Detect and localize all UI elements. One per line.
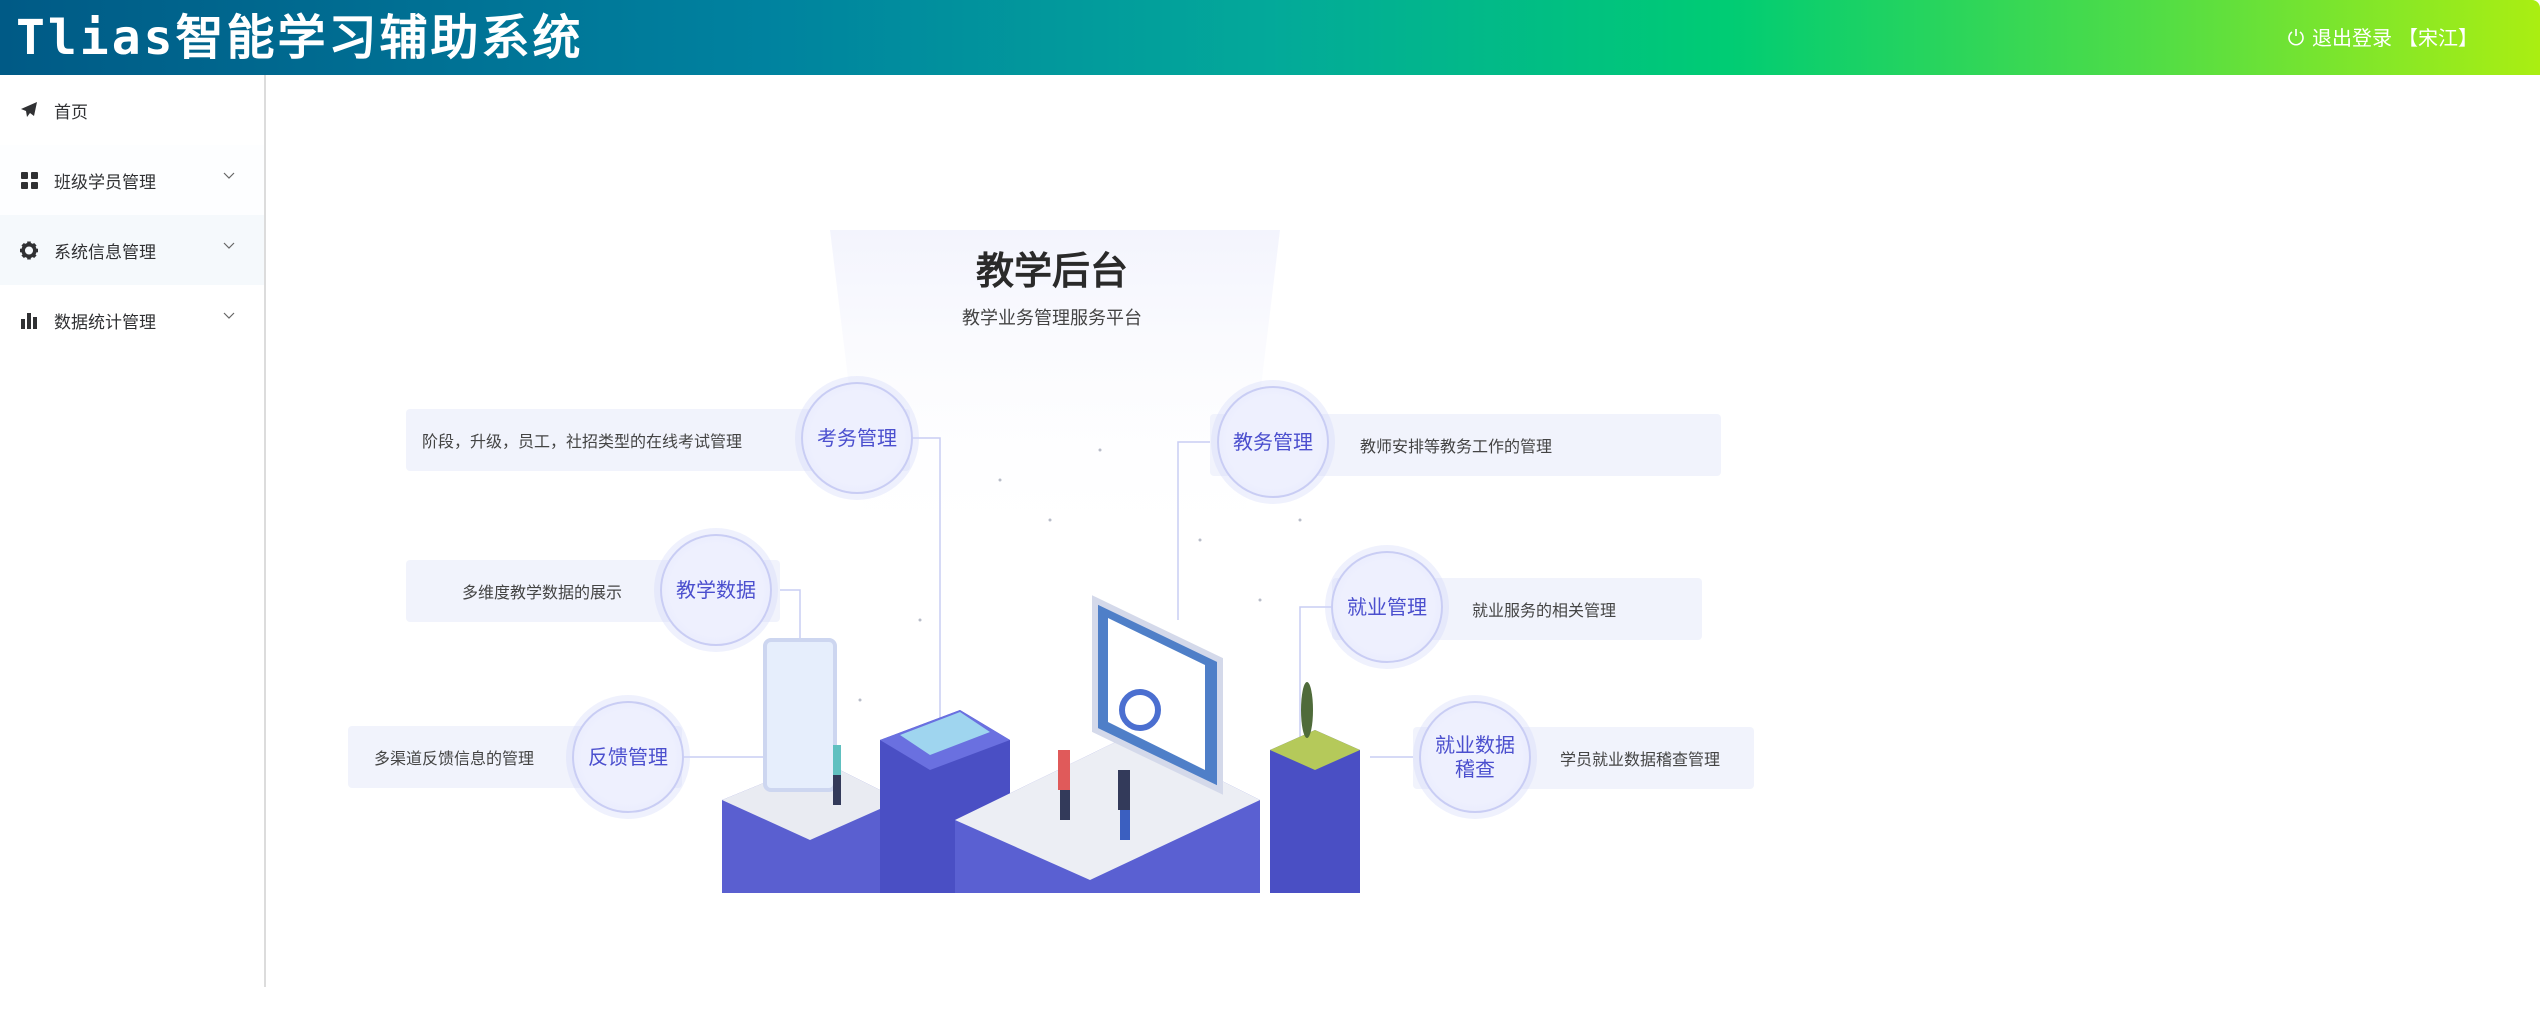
module-name: 教务管理 <box>1233 430 1313 454</box>
module-name: 就业管理 <box>1347 595 1427 619</box>
module-desc: 多渠道反馈信息的管理 <box>374 749 535 768</box>
module-desc: 多维度教学数据的展示 <box>462 583 623 602</box>
sidebar: 首页 班级学员管理 系统信息管理 数据统计管理 <box>0 75 266 987</box>
sidebar-item-label: 首页 <box>54 102 88 123</box>
logout-label: 退出登录 <box>2312 26 2392 50</box>
power-icon <box>2288 28 2304 45</box>
module-desc: 就业服务的相关管理 <box>1472 601 1617 620</box>
sidebar-item-system-info[interactable]: 系统信息管理 <box>0 215 264 285</box>
gear-icon <box>20 241 38 259</box>
chevron-down-icon <box>223 312 235 319</box>
module-exam-management[interactable]: 考务管理 <box>801 382 913 494</box>
app-title: Tlias智能学习辅助系统 <box>16 10 584 66</box>
module-name: 反馈管理 <box>588 745 668 769</box>
sidebar-item-label: 系统信息管理 <box>54 242 156 263</box>
sidebar-item-label: 班级学员管理 <box>54 172 156 193</box>
module-academic-affairs[interactable]: 教务管理 <box>1217 386 1329 498</box>
module-desc: 阶段，升级，员工，社招类型的在线考试管理 <box>422 432 743 451</box>
module-employment-audit[interactable]: 就业数据稽查 <box>1419 701 1531 813</box>
page-subtitle: 教学业务管理服务平台 <box>962 308 1142 329</box>
paper-plane-icon <box>20 101 38 119</box>
current-user: 【宋江】 <box>2398 26 2478 50</box>
module-name: 就业数据稽查 <box>1435 733 1515 781</box>
module-feedback-management[interactable]: 反馈管理 <box>572 701 684 813</box>
logout-button[interactable]: 退出登录 【宋江】 <box>2286 22 2478 51</box>
module-teaching-data[interactable]: 教学数据 <box>660 534 772 646</box>
module-name: 教学数据 <box>676 578 756 602</box>
sidebar-item-home[interactable]: 首页 <box>0 75 264 145</box>
module-name: 考务管理 <box>817 426 897 450</box>
chevron-down-icon <box>223 242 235 249</box>
chevron-down-icon <box>223 172 235 179</box>
sidebar-item-class-student[interactable]: 班级学员管理 <box>0 145 264 215</box>
module-desc: 学员就业数据稽查管理 <box>1560 750 1721 769</box>
sidebar-item-statistics[interactable]: 数据统计管理 <box>0 285 264 355</box>
module-employment-management[interactable]: 就业管理 <box>1331 551 1443 663</box>
page-title: 教学后台 <box>975 249 1128 293</box>
module-desc: 教师安排等教务工作的管理 <box>1360 437 1553 456</box>
top-header: Tlias智能学习辅助系统 退出登录 【宋江】 <box>0 0 2540 75</box>
sidebar-item-label: 数据统计管理 <box>54 312 156 333</box>
grid-icon <box>20 171 38 189</box>
bar-chart-icon <box>20 311 38 329</box>
